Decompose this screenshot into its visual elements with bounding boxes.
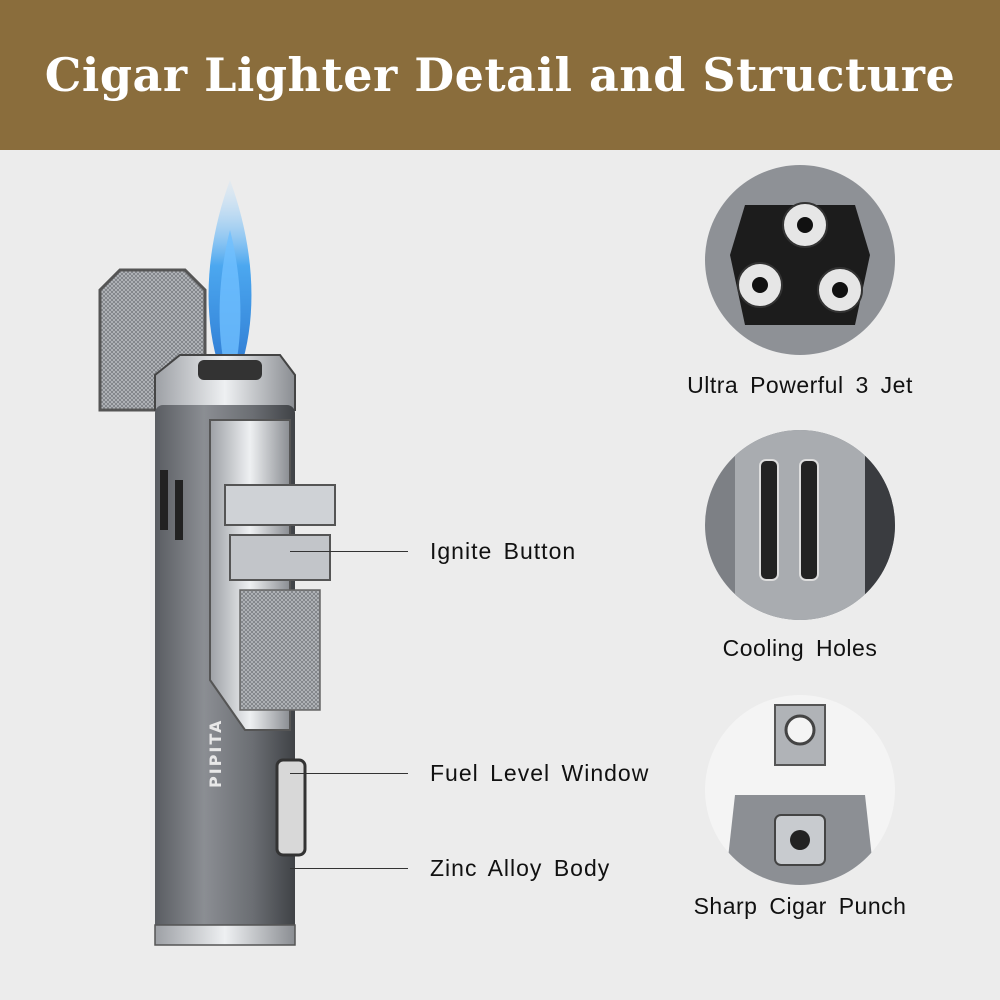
page-title: Cigar Lighter Detail and Structure [44, 48, 956, 102]
detail-caption: Cooling Holes [722, 635, 878, 661]
ignite-button-shape [224, 484, 336, 526]
callout-line [290, 773, 408, 774]
detail-caption: Sharp Cigar Punch [693, 893, 907, 919]
callout-fuel-level-window: Fuel Level Window [290, 760, 649, 787]
lighter-product-image [80, 160, 380, 960]
cigar-punch-icon [705, 695, 895, 885]
callout-line [290, 551, 408, 552]
cooling-vents-icon [705, 430, 895, 620]
callout-label: Zinc Alloy Body [430, 855, 611, 881]
callout-label: Fuel Level Window [430, 760, 650, 786]
detail-cigar-punch-image [705, 695, 895, 885]
title-banner: Cigar Lighter Detail and Structure [0, 0, 1000, 150]
fuel-window-shape [275, 758, 307, 857]
triple-jet-nozzle-icon [705, 165, 895, 355]
brand-logo: PIPITA [206, 718, 225, 788]
detail-cooling-holes-image [705, 430, 895, 620]
lighter-illustration [98, 180, 336, 946]
callout-zinc-alloy-body: Zinc Alloy Body [290, 855, 610, 882]
callout-line [290, 868, 408, 869]
detail-triple-jet-image [705, 165, 895, 355]
detail-caption: Ultra Powerful 3 Jet [687, 372, 913, 398]
callout-ignite-button: Ignite Button [290, 538, 576, 565]
callout-label: Ignite Button [430, 538, 577, 564]
